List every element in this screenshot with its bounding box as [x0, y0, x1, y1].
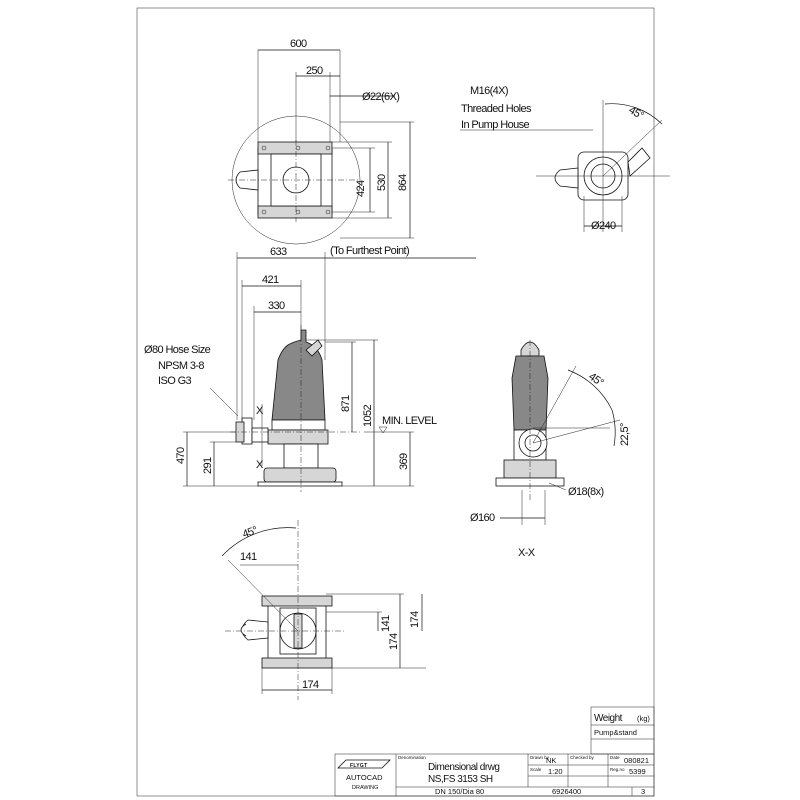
weight-unit: (kg)	[637, 714, 650, 723]
bottom-angle: 45°	[241, 524, 259, 540]
dim-291: 291	[202, 457, 214, 474]
dim-250: 250	[306, 65, 323, 77]
section-holes: Ø18(8x)	[568, 486, 604, 498]
denomination-line2: NS,FS 3153 SH	[428, 774, 493, 785]
checked-by-label: Checked by	[570, 755, 595, 760]
side-view: 633 (To Furthest Point) 421 330 871 1052	[144, 245, 476, 492]
software-sub-label: DRAWING	[352, 785, 378, 791]
thread-note-line3: In Pump House	[461, 119, 530, 131]
scale-value: 1:20	[548, 767, 563, 776]
dim-470: 470	[175, 447, 187, 464]
title-block: FLYGT AUTOCAD DRAWING Denomination Dimen…	[334, 753, 655, 797]
logo-text: FLYGT	[350, 763, 367, 769]
dim-141-vertical: 141	[380, 615, 392, 632]
dim-174-vertical-b: 174	[409, 611, 421, 628]
dim-furthest: (To Furthest Point)	[330, 245, 409, 257]
flange-detail: M16(4X) Threaded Holes In Pump House 45°…	[460, 85, 670, 232]
software-label: AUTOCAD	[346, 773, 383, 782]
flange-angle: 45°	[627, 104, 646, 122]
dim-141-horizontal: 141	[240, 551, 257, 563]
dim-600: 600	[290, 38, 307, 50]
section-angle-22: 22,5°	[619, 423, 631, 446]
scale-label: Scale	[530, 767, 542, 772]
denomination-line1: Dimensional drwg	[428, 762, 499, 773]
weight-box: Weight (kg) Pump&stand	[590, 706, 655, 755]
thread-note-line1: M16(4X)	[470, 85, 508, 97]
dim-174-horizontal: 174	[302, 679, 319, 691]
weight-title: Weight	[594, 713, 623, 724]
dim-369: 369	[398, 453, 410, 470]
dim-633: 633	[270, 246, 287, 258]
reg-no-label: Reg.no	[610, 767, 625, 772]
hose-size-line2: NPSM 3-8	[158, 360, 204, 372]
denomination-line3: DN 150/Dia 80	[435, 787, 484, 796]
sheet-number: 3	[641, 787, 645, 796]
dim-421: 421	[262, 274, 279, 286]
hose-size-line1: Ø80 Hose Size	[144, 344, 211, 356]
section-angle-45: 45°	[586, 371, 605, 389]
drawn-by-label: Drawn by	[530, 755, 550, 760]
denomination-label: Denomination	[398, 755, 426, 760]
dim-1052: 1052	[362, 404, 374, 427]
reg-no-value: 5399	[629, 767, 646, 776]
thread-note-line2: Threaded Holes	[461, 103, 532, 115]
drawn-by-value: NK	[546, 756, 556, 765]
date-label: Date	[610, 755, 620, 760]
weight-row-label: Pump&stand	[594, 728, 637, 737]
dim-330: 330	[268, 300, 285, 312]
section-mark-lower: X	[256, 459, 264, 471]
flange-diameter: Ø240	[591, 220, 616, 232]
dim-871: 871	[340, 395, 352, 412]
dim-424: 424	[355, 180, 367, 197]
dim-hole-diameter: Ø22(6X)	[362, 91, 399, 103]
top-view: 600 250 Ø22(6X) 424 530 864	[228, 38, 414, 245]
drawing-number: 6926400	[552, 787, 581, 796]
sheet-border	[136, 7, 655, 797]
section-title: X-X	[518, 547, 536, 559]
dim-864: 864	[397, 174, 409, 191]
flygt-logo-icon	[337, 759, 391, 769]
dim-174-vertical-a: 174	[388, 633, 400, 650]
hose-size-line3: ISO G3	[158, 375, 192, 387]
dim-530: 530	[376, 174, 388, 191]
section-diameter: Ø160	[470, 512, 495, 524]
min-level-label: MIN. LEVEL	[382, 415, 437, 427]
bottom-view: 45° 141 141 174 174 174	[221, 520, 426, 700]
section-xx-view: 45° 22,5° Ø18(8x) Ø160 X-X	[470, 340, 631, 559]
date-value: 080821	[624, 756, 649, 765]
section-mark-upper: X	[256, 405, 264, 417]
